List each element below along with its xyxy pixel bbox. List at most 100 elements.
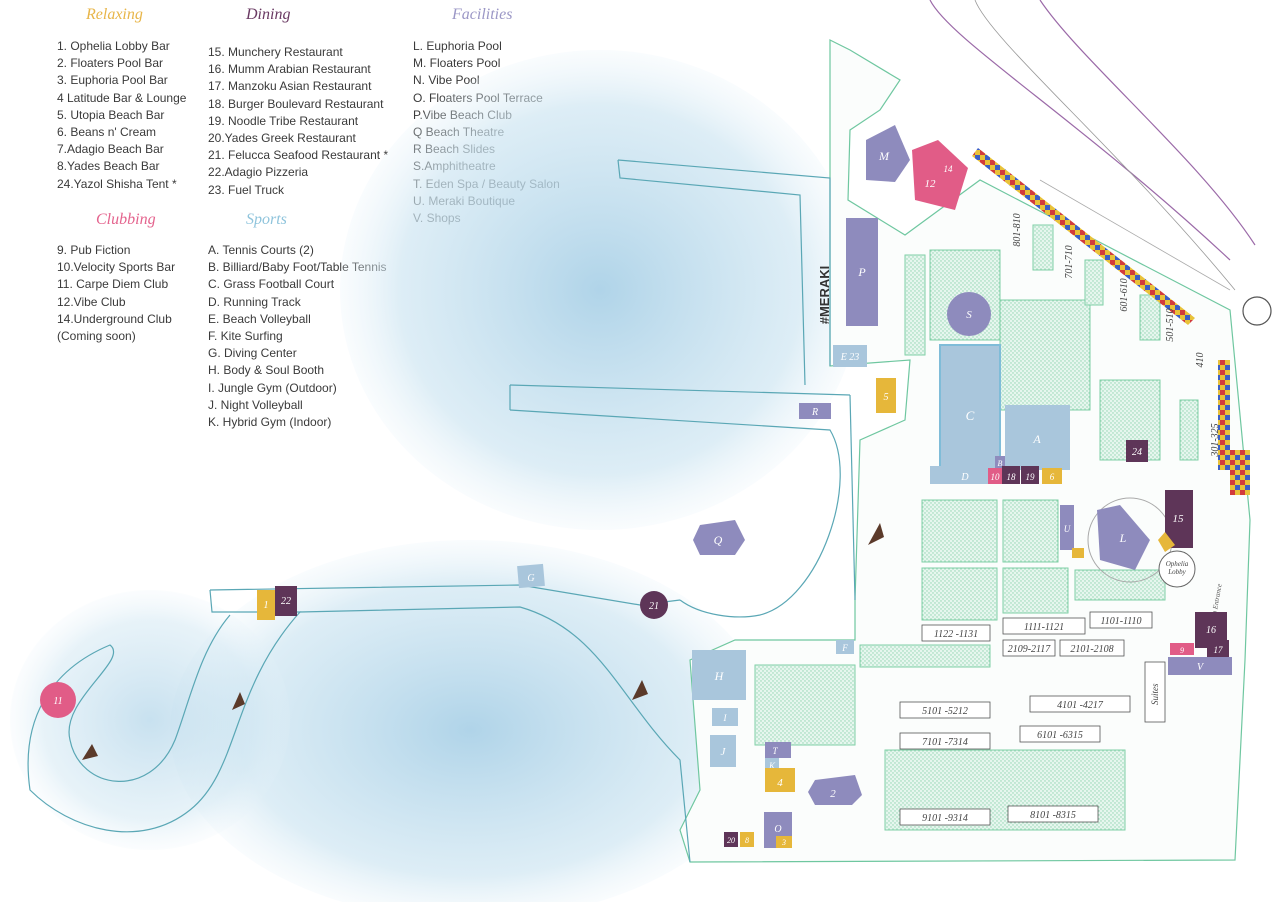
marker-5[interactable] — [876, 378, 896, 413]
room-block[interactable] — [1007, 805, 1099, 823]
garden-area — [921, 499, 998, 563]
marker-label: 10 — [991, 472, 1001, 482]
marker-24[interactable] — [1126, 440, 1148, 462]
legend-relaxing-list: 1. Ophelia Lobby Bar 2. Floaters Pool Ba… — [57, 38, 186, 193]
legend-item: 16. Mumm Arabian Restaurant — [208, 62, 371, 77]
room-block[interactable] — [899, 732, 991, 750]
marker-2[interactable] — [808, 775, 862, 805]
sea-wash — [10, 590, 290, 850]
suites-building[interactable] — [1144, 661, 1166, 723]
marker-F[interactable] — [836, 640, 854, 654]
marker-J[interactable] — [710, 735, 736, 767]
marker-label: G — [527, 573, 534, 584]
marker-Q[interactable] — [693, 520, 745, 555]
garden-area — [999, 299, 1091, 411]
marker-label: T — [772, 746, 778, 756]
legend-item: T. Eden Spa / Beauty Salon — [413, 176, 560, 191]
marker-label: A — [1032, 432, 1041, 446]
marker-8[interactable] — [740, 832, 754, 847]
room-block[interactable] — [1019, 725, 1101, 743]
marker-10[interactable] — [988, 468, 1002, 484]
marker-label: 12 — [925, 178, 937, 190]
marker-C[interactable] — [939, 344, 1001, 471]
room-block[interactable] — [1002, 617, 1086, 635]
room-block[interactable] — [1029, 695, 1131, 713]
room-block[interactable] — [1059, 639, 1125, 657]
marker-label: H — [714, 669, 725, 683]
marker-L[interactable] — [1097, 505, 1150, 570]
marker-3-b[interactable] — [776, 836, 792, 848]
marker-label: 3 — [781, 838, 786, 847]
marker-label: 6 — [1050, 472, 1055, 482]
marker-label: 18 — [1007, 472, 1017, 482]
garden-area — [1074, 569, 1166, 601]
legend-item: 5. Utopia Beach Bar — [57, 107, 165, 122]
ophelia-lobby[interactable] — [1158, 550, 1196, 588]
legend-item: 15. Munchery Restaurant — [208, 45, 343, 59]
marker-label: R — [811, 407, 818, 418]
legend-item: 12.Vibe Club — [57, 294, 126, 309]
room-label: 801-810 — [1012, 213, 1023, 246]
marker-A[interactable] — [1005, 405, 1070, 470]
legend-item: R Beach Slides — [413, 142, 496, 157]
marker-21[interactable] — [640, 591, 668, 619]
marker-6[interactable] — [1042, 468, 1062, 484]
legend-item: L. Euphoria Pool — [413, 39, 502, 53]
marker-M[interactable] — [866, 125, 910, 182]
garden-area — [904, 254, 926, 356]
marker-22[interactable] — [275, 586, 297, 616]
room-label: 701-710 — [1064, 245, 1075, 278]
marker-16[interactable] — [1195, 612, 1227, 648]
marker-1-pier[interactable] — [257, 590, 275, 620]
legend-dining-list: 15. Munchery Restaurant 16. Mumm Arabian… — [208, 44, 388, 199]
shoreline — [617, 159, 831, 366]
marker-label: V — [1197, 662, 1205, 673]
marker-17[interactable] — [1207, 640, 1229, 658]
marker-9[interactable] — [1170, 643, 1194, 655]
marker-15[interactable] — [1165, 490, 1193, 548]
pier-edge — [509, 409, 841, 616]
legend-item: 18. Burger Boulevard Restaurant — [208, 96, 384, 111]
room-block[interactable] — [1089, 611, 1153, 629]
marker-18[interactable] — [1002, 466, 1020, 484]
marker-G[interactable] — [517, 563, 545, 589]
marker-E23[interactable] — [833, 345, 867, 367]
room-block[interactable] — [899, 701, 991, 719]
marker-3[interactable] — [1072, 548, 1084, 558]
legend-dining-title: Dining — [246, 6, 291, 23]
marker-4[interactable] — [765, 768, 795, 792]
marker-P[interactable] — [846, 218, 878, 326]
marker-label: 16 — [1206, 625, 1216, 636]
marker-U[interactable] — [1060, 505, 1074, 550]
marker-12[interactable] — [912, 140, 968, 210]
marker-O[interactable] — [764, 812, 792, 848]
marker-1[interactable] — [1158, 532, 1175, 552]
marker-K[interactable] — [765, 758, 779, 772]
marker-20[interactable] — [724, 832, 738, 847]
room-block[interactable] — [899, 808, 991, 826]
garden-area — [884, 749, 1126, 831]
marker-S[interactable] — [947, 292, 991, 336]
meraki-label: #MERAKI — [817, 266, 832, 325]
room-label: 8101 -8315 — [1030, 810, 1076, 821]
marker-label: 22 — [281, 596, 291, 607]
marker-I[interactable] — [712, 708, 738, 726]
legend-item: Q Beach Theatre — [413, 125, 505, 140]
room-block[interactable] — [1002, 639, 1056, 657]
marker-19[interactable] — [1021, 466, 1039, 484]
marker-H[interactable] — [692, 650, 746, 700]
marker-V[interactable] — [1168, 657, 1232, 675]
marker-T[interactable] — [765, 742, 791, 758]
marker-B[interactable] — [995, 456, 1005, 468]
marker-label: 5 — [884, 392, 889, 403]
room-block[interactable] — [921, 624, 991, 642]
room-label: 301-325 — [1210, 423, 1221, 457]
room-label: 7101 -7314 — [922, 737, 968, 748]
marker-R[interactable] — [799, 403, 831, 419]
marker-D[interactable] — [930, 466, 990, 484]
marker-label: 15 — [1173, 513, 1185, 525]
room-label: 1101-1110 — [1100, 616, 1141, 627]
room-label: 4101 -4217 — [1057, 700, 1104, 711]
marker-label: 20 — [727, 836, 735, 845]
marker-11[interactable] — [40, 682, 76, 718]
